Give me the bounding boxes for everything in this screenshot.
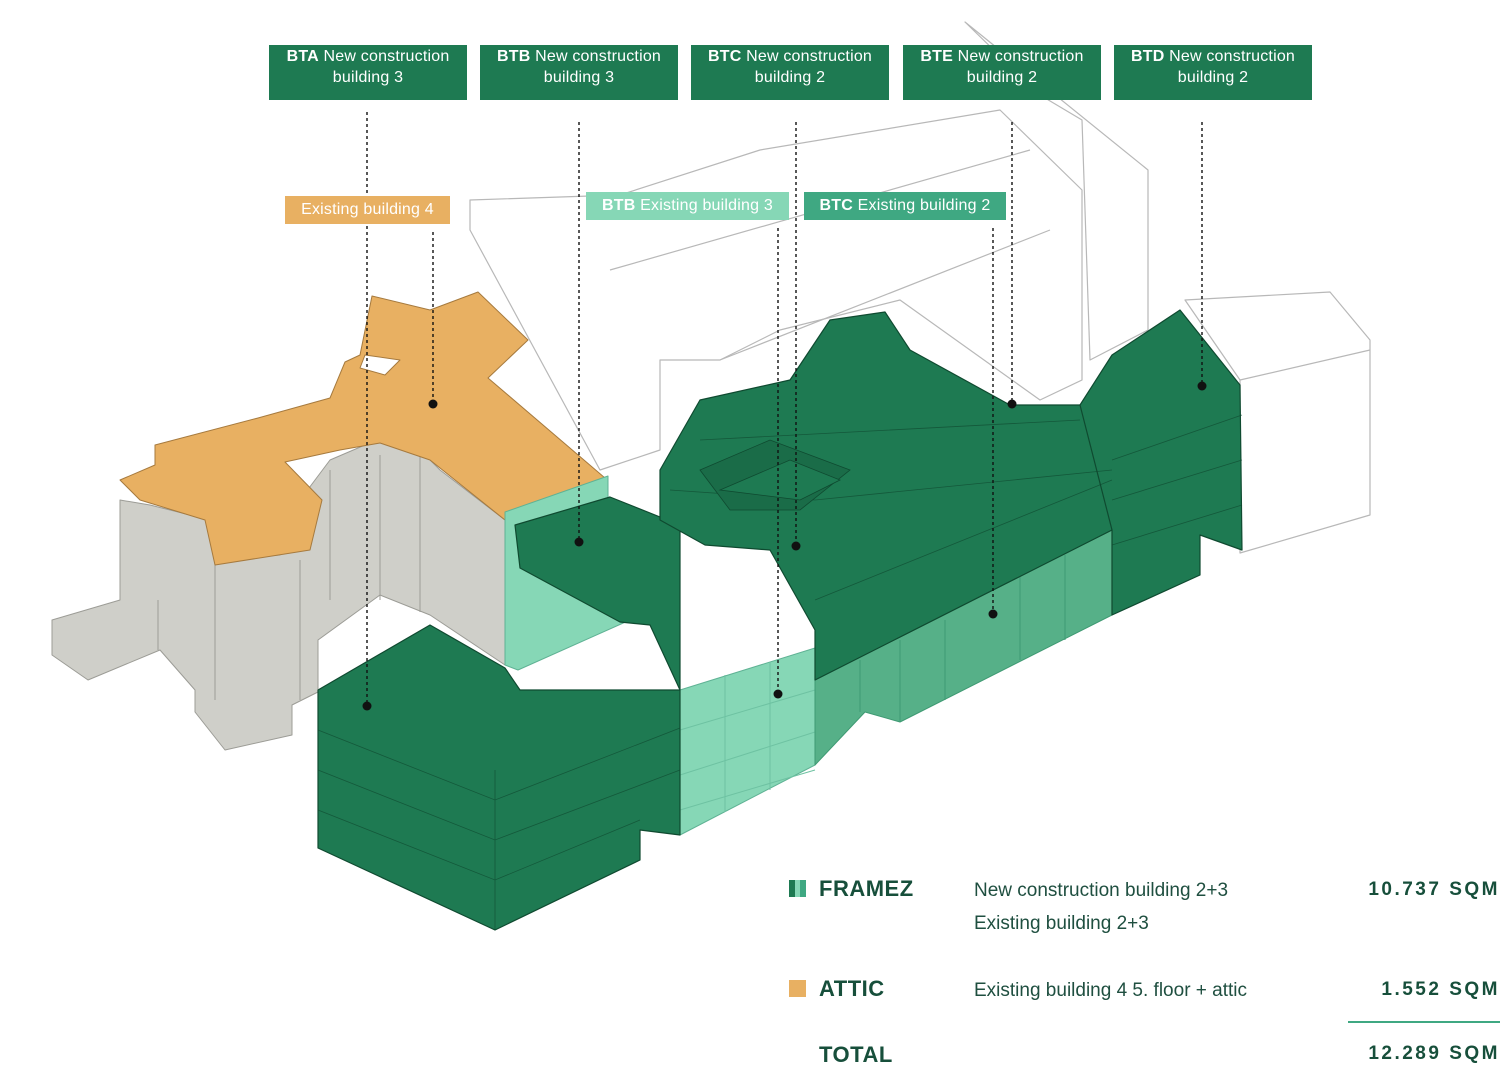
legend-attic-title: ATTIC xyxy=(819,976,885,1001)
label-btc-existing: BTC Existing building 2 xyxy=(804,192,1006,220)
leader-lines xyxy=(366,112,1203,706)
new-construction-mass xyxy=(317,309,1243,931)
label-bta-text: New construction building 3 xyxy=(323,48,450,86)
label-bte: BTE New construction building 2 xyxy=(903,45,1101,100)
label-btc-code: BTC xyxy=(707,48,742,65)
label-btb-existing: BTB Existing building 3 xyxy=(586,192,789,220)
bta-block xyxy=(317,624,681,931)
label-btc-text: New construction building 2 xyxy=(746,48,873,86)
floor-lines xyxy=(317,414,1243,930)
label-bte-code: BTE xyxy=(920,48,954,65)
label-btd-code: BTD xyxy=(1130,48,1165,65)
label-existing-building-4-text: Existing building 4 xyxy=(301,201,434,218)
framez-swatch xyxy=(789,880,807,897)
leader-dots xyxy=(362,381,1207,711)
label-btd-text: New construction building 2 xyxy=(1169,48,1296,86)
legend-framez-title: FRAMEZ xyxy=(819,876,914,901)
label-bta: BTA New construction building 3 xyxy=(269,45,467,100)
legend-total-title: TOTAL xyxy=(819,1042,893,1067)
label-btb-existing-text: Existing building 3 xyxy=(640,197,773,214)
label-btb: BTB New construction building 3 xyxy=(480,45,678,100)
legend-total-value: 12.289 SQM xyxy=(1368,1043,1500,1064)
label-btb-code: BTB xyxy=(496,48,531,65)
legend-attic-value: 1.552 SQM xyxy=(1381,979,1500,1000)
attic-swatch xyxy=(789,980,806,997)
legend-framez-desc-1: New construction building 2+3 xyxy=(974,880,1229,901)
label-existing-building-4: Existing building 4 xyxy=(285,196,450,224)
label-btb-existing-code: BTB xyxy=(602,197,636,214)
label-bta-code: BTA xyxy=(286,48,319,65)
total-rule xyxy=(1348,1021,1500,1023)
label-btc: BTC New construction building 2 xyxy=(691,45,889,100)
legend-attic-desc: Existing building 4 5. floor + attic xyxy=(974,980,1248,1001)
label-bte-text: New construction building 2 xyxy=(957,48,1084,86)
legend: FRAMEZ New construction building 2+3 Exi… xyxy=(788,870,1502,1067)
legend-framez-desc-2: Existing building 2+3 xyxy=(974,913,1149,934)
courtyard-steps xyxy=(699,439,851,511)
attic-roof xyxy=(119,291,606,566)
label-btc-existing-code: BTC xyxy=(819,197,854,214)
btb-block xyxy=(514,496,681,691)
label-btb-text: New construction building 3 xyxy=(535,48,662,86)
label-btd: BTD New construction building 2 xyxy=(1114,45,1312,100)
label-btc-existing-text: Existing building 2 xyxy=(857,197,991,214)
context-building-east-roof xyxy=(1239,349,1371,381)
legend-framez-value: 10.737 SQM xyxy=(1368,879,1500,900)
